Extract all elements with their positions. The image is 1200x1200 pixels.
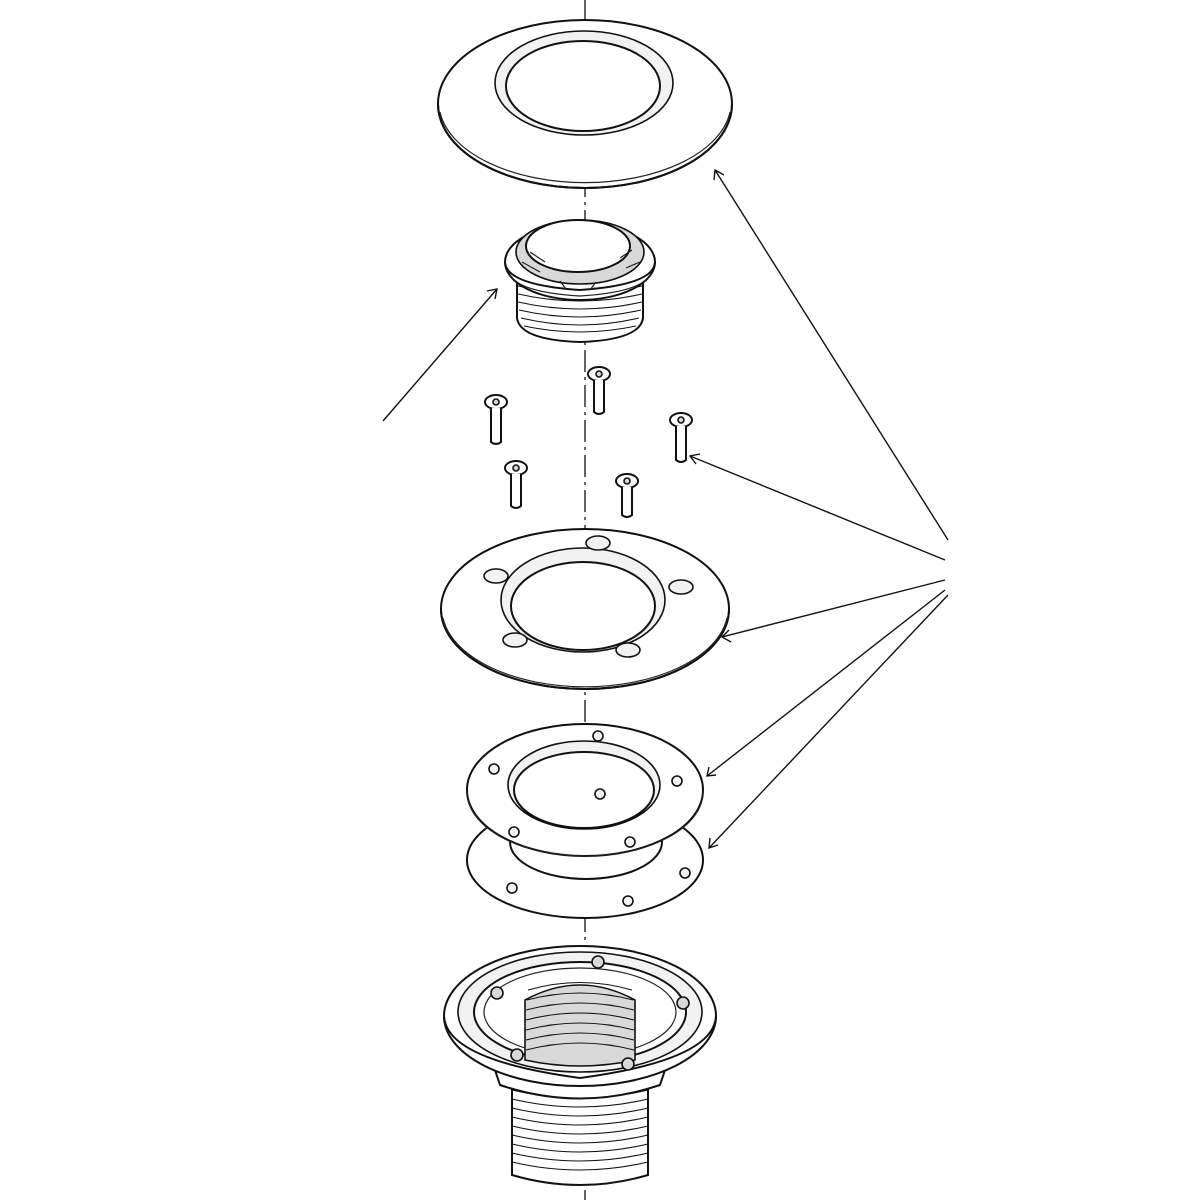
leader-clamping-ring	[720, 579, 946, 643]
screw-4	[504, 460, 528, 509]
screws	[484, 366, 693, 518]
right-leader-bundle	[688, 168, 949, 850]
bore-threads	[525, 982, 635, 1051]
leader-screw	[688, 453, 946, 561]
outlet-threads	[511, 1089, 649, 1171]
cover-plate	[437, 19, 733, 189]
leader-gasket-upper	[706, 589, 946, 777]
screw-3	[669, 412, 693, 463]
grate-threads	[517, 285, 643, 333]
gasket-upper-holes	[488, 730, 683, 848]
clamping-ring	[440, 528, 730, 690]
screw-1	[484, 394, 508, 445]
grate-strainer	[504, 219, 656, 344]
drain-body	[443, 945, 717, 1186]
clamping-ring-holes	[483, 535, 694, 658]
drain-body-holes	[490, 955, 690, 1071]
screw-5	[615, 473, 639, 518]
screw-2	[587, 366, 611, 415]
leader-gasket-lower	[708, 594, 949, 850]
left-leader	[382, 288, 498, 422]
gasket-upper	[466, 723, 704, 857]
leader-cover-plate	[713, 168, 949, 541]
